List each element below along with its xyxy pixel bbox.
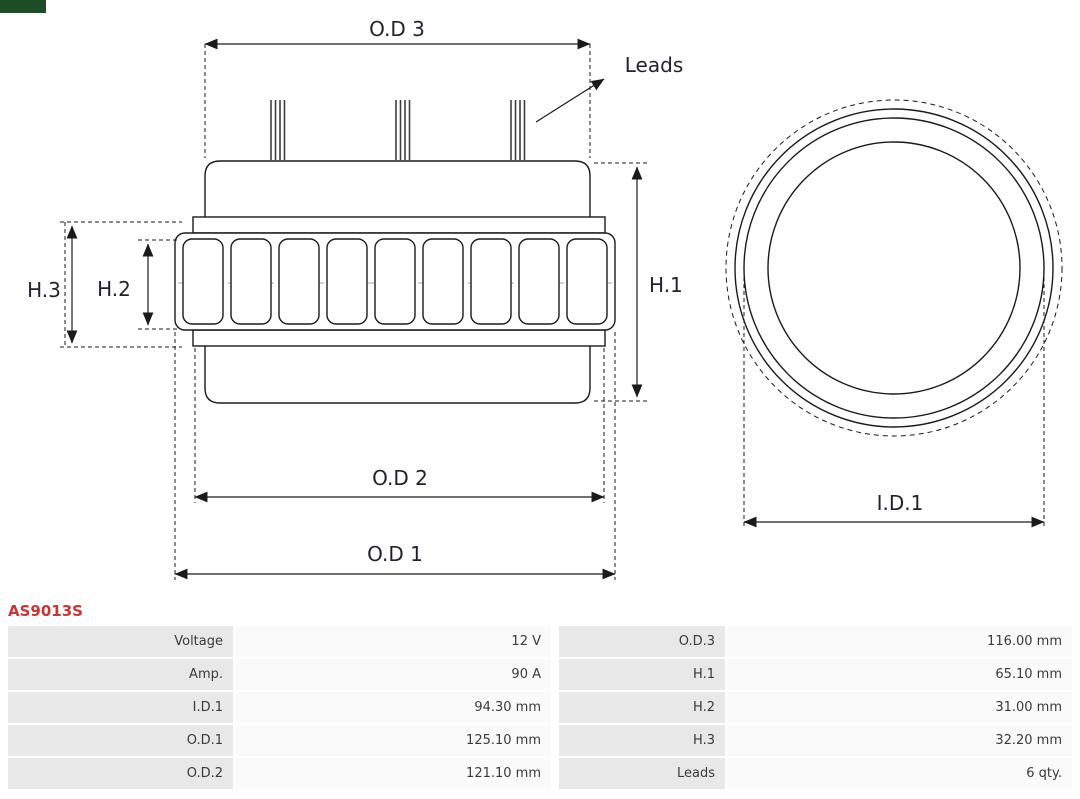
- spec-label: Voltage: [8, 626, 233, 657]
- outer-circle: [734, 108, 1054, 428]
- leads-label: Leads: [625, 53, 683, 77]
- spec-label: H.2: [559, 692, 725, 723]
- dimension-od2: O.D 2: [194, 348, 605, 503]
- dim-label-h2: H.2: [97, 277, 131, 301]
- brand-logo: [0, 0, 46, 13]
- dim-label-h1: H.1: [649, 273, 683, 297]
- stator-front-view: [725, 99, 1063, 437]
- dim-label-od3: O.D 3: [369, 17, 425, 41]
- spec-value: 31.00 mm: [727, 692, 1072, 723]
- stator-bottom-cap: [204, 344, 591, 404]
- ring-circle: [743, 117, 1045, 419]
- lead-wires: [270, 100, 526, 160]
- dimension-h2: H.2: [97, 239, 180, 330]
- stator-bottom-flange: [192, 329, 606, 347]
- spec-value: 125.10 mm: [235, 725, 551, 756]
- spec-label: O.D.1: [8, 725, 233, 756]
- spec-value: 65.10 mm: [727, 659, 1072, 690]
- inner-circle: [767, 141, 1021, 395]
- spec-value: 90 A: [235, 659, 551, 690]
- dimension-od3: O.D 3: [204, 17, 591, 158]
- spec-label: Amp.: [8, 659, 233, 690]
- spec-value: 116.00 mm: [727, 626, 1072, 657]
- spec-label: O.D.2: [8, 758, 233, 789]
- spec-label: Leads: [559, 758, 725, 789]
- dimension-h1: H.1: [594, 162, 683, 402]
- dim-label-od1: O.D 1: [367, 542, 423, 566]
- dimension-od1: O.D 1: [174, 332, 616, 580]
- dimension-h3: H.3: [27, 221, 182, 348]
- spec-table: Voltage 12 V O.D.3 116.00 mm Amp. 90 A H…: [8, 626, 1072, 789]
- spec-value: 6 qty.: [727, 758, 1072, 789]
- dimension-id1: I.D.1: [743, 270, 1045, 528]
- spec-label: I.D.1: [8, 692, 233, 723]
- spec-value: 121.10 mm: [235, 758, 551, 789]
- dim-label-h3: H.3: [27, 278, 61, 302]
- annotation-leads: Leads: [535, 53, 683, 123]
- stator-side-view: [174, 100, 616, 404]
- spec-value: 12 V: [235, 626, 551, 657]
- spec-label: O.D.3: [559, 626, 725, 657]
- spec-value: 32.20 mm: [727, 725, 1072, 756]
- core-slots: [182, 238, 608, 325]
- stator-technical-drawing: O.D 3 Leads H.1 H.3 H.2 O.D 2 O.D 1: [27, 17, 1063, 580]
- spec-label: H.3: [559, 725, 725, 756]
- spec-label: H.1: [559, 659, 725, 690]
- stator-top-flange: [192, 216, 606, 234]
- stator-top-cap: [204, 160, 591, 219]
- dim-label-od2: O.D 2: [372, 466, 428, 490]
- spec-value: 94.30 mm: [235, 692, 551, 723]
- outer-dashed-circle: [725, 99, 1063, 437]
- dim-label-id1: I.D.1: [877, 491, 924, 515]
- part-number: AS9013S: [8, 602, 83, 620]
